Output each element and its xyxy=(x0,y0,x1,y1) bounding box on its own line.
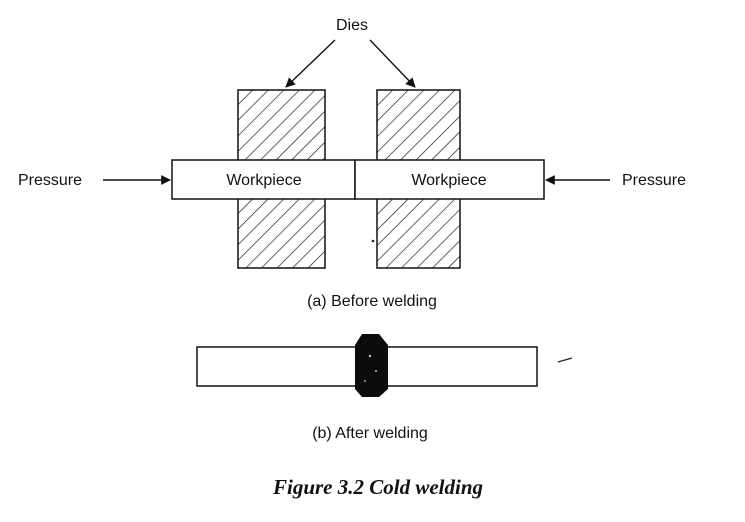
caption-before-welding: (a) Before welding xyxy=(307,293,437,310)
pressure-left-label: Pressure xyxy=(18,172,82,189)
dies-label: Dies xyxy=(336,17,368,34)
dies-arrow-right xyxy=(369,39,416,88)
weld-speck xyxy=(375,370,377,372)
weld-speck xyxy=(369,355,371,357)
workpiece-left-label: Workpiece xyxy=(226,172,301,189)
speck-mark xyxy=(371,239,375,243)
stray-mark xyxy=(557,357,573,363)
pressure-right-label: Pressure xyxy=(622,172,686,189)
weld-joint xyxy=(355,334,388,397)
workpiece-left xyxy=(171,159,356,200)
figure-caption: Figure 3.2 Cold welding xyxy=(272,475,483,499)
workpiece-right xyxy=(354,159,545,200)
weld-speck xyxy=(364,380,366,382)
caption-after-welding: (b) After welding xyxy=(312,425,428,442)
dies-arrow-left xyxy=(285,39,336,88)
workpiece-right-label: Workpiece xyxy=(411,172,486,189)
